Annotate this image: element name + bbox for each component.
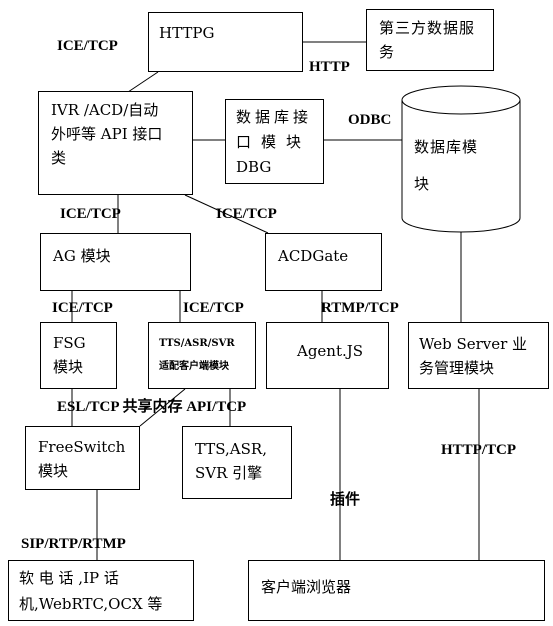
edge-label-ice-tcp-tts: ICE/TCP: [183, 300, 244, 316]
ivr-label-line1: IVR /ACD/自动: [51, 101, 159, 119]
acdgate-label: ACDGate: [278, 247, 349, 265]
softphone-box: 软 电 话 ,IP 话 机,WebRTC,OCX 等: [8, 560, 194, 621]
edge-label-plugin: 插件: [330, 492, 361, 508]
tts-adapter-label-line1: TTS/ASR/SVR: [159, 338, 235, 349]
edge-label-odbc: ODBC: [348, 112, 392, 128]
edge-label-http-tcp: HTTP/TCP: [441, 442, 517, 458]
edge-label-sip-rtp-rtmp: SIP/RTP/RTMP: [21, 536, 126, 552]
web-server-box: Web Server 业 务管理模块: [408, 322, 549, 389]
softphone-label-line1: 软 电 话 ,IP 话: [19, 569, 119, 587]
edge-label-ice-tcp-httpg: ICE/TCP: [57, 38, 118, 54]
dbg-label-line2: 口模块: [236, 133, 312, 151]
database-cylinder: [401, 85, 521, 233]
dbg-label-line3: DBG: [236, 158, 272, 176]
fsg-label-line2: 模块: [53, 358, 84, 376]
httpg-label: HTTPG: [159, 24, 215, 42]
browser-label: 客户端浏览器: [261, 578, 352, 596]
fsg-label-line1: FSG: [53, 334, 86, 352]
ivr-acd-api-box: IVR /ACD/自动 外呼等 API 接口 类: [38, 91, 193, 195]
dbg-label-line1: 数据库接: [236, 108, 313, 126]
edge-label-ice-tcp-ag: ICE/TCP: [60, 206, 121, 222]
third-party-data-box: 第三方数据服 务: [366, 9, 494, 71]
engine-label-line1: TTS,ASR,: [195, 440, 267, 458]
engine-label-line2: SVR 引擎: [195, 464, 263, 482]
ag-box: AG 模块: [40, 233, 191, 291]
softphone-label-line2: 机,WebRTC,OCX 等: [19, 595, 163, 613]
edge-label-esl-shared-memory: ESL/TCP 共享内存 API/TCP: [57, 399, 247, 415]
ag-label: AG 模块: [53, 247, 111, 265]
speech-engine-box: TTS,ASR, SVR 引擎: [182, 426, 292, 499]
ivr-label-line3: 类: [51, 149, 67, 167]
acdgate-box: ACDGate: [265, 233, 382, 291]
web-server-label-line1: Web Server 业: [419, 335, 528, 353]
edge-label-ice-tcp-fsg: ICE/TCP: [52, 300, 113, 316]
edge-label-ice-tcp-acdgate: ICE/TCP: [216, 206, 277, 222]
tts-adapter-label-line2: 适配客户端模块: [159, 361, 229, 372]
tts-adapter-box: TTS/ASR/SVR 适配客户端模块: [148, 322, 256, 389]
third-party-label-line1: 第三方数据服: [379, 19, 476, 37]
ivr-label-line2: 外呼等 API 接口: [51, 125, 163, 143]
agentjs-label: Agent.JS: [297, 342, 364, 360]
client-browser-box: 客户端浏览器: [248, 560, 545, 621]
database-label-line2: 块: [414, 175, 430, 193]
edge-label-http: HTTP: [309, 59, 350, 75]
fsg-box: FSG 模块: [40, 322, 117, 389]
database-label-line1: 数据库模: [414, 138, 479, 156]
third-party-label-line2: 务: [379, 43, 395, 61]
freeswitch-label-line1: FreeSwitch: [38, 438, 126, 456]
freeswitch-box: FreeSwitch 模块: [25, 426, 140, 490]
web-server-label-line2: 务管理模块: [419, 359, 495, 377]
edge-label-rtmp-tcp: RTMP/TCP: [321, 300, 399, 316]
httpg-box: HTTPG: [148, 12, 303, 72]
agentjs-box: Agent.JS: [266, 322, 389, 389]
dbg-box: 数据库接 口模块 DBG: [225, 99, 324, 184]
freeswitch-label-line2: 模块: [38, 462, 69, 480]
